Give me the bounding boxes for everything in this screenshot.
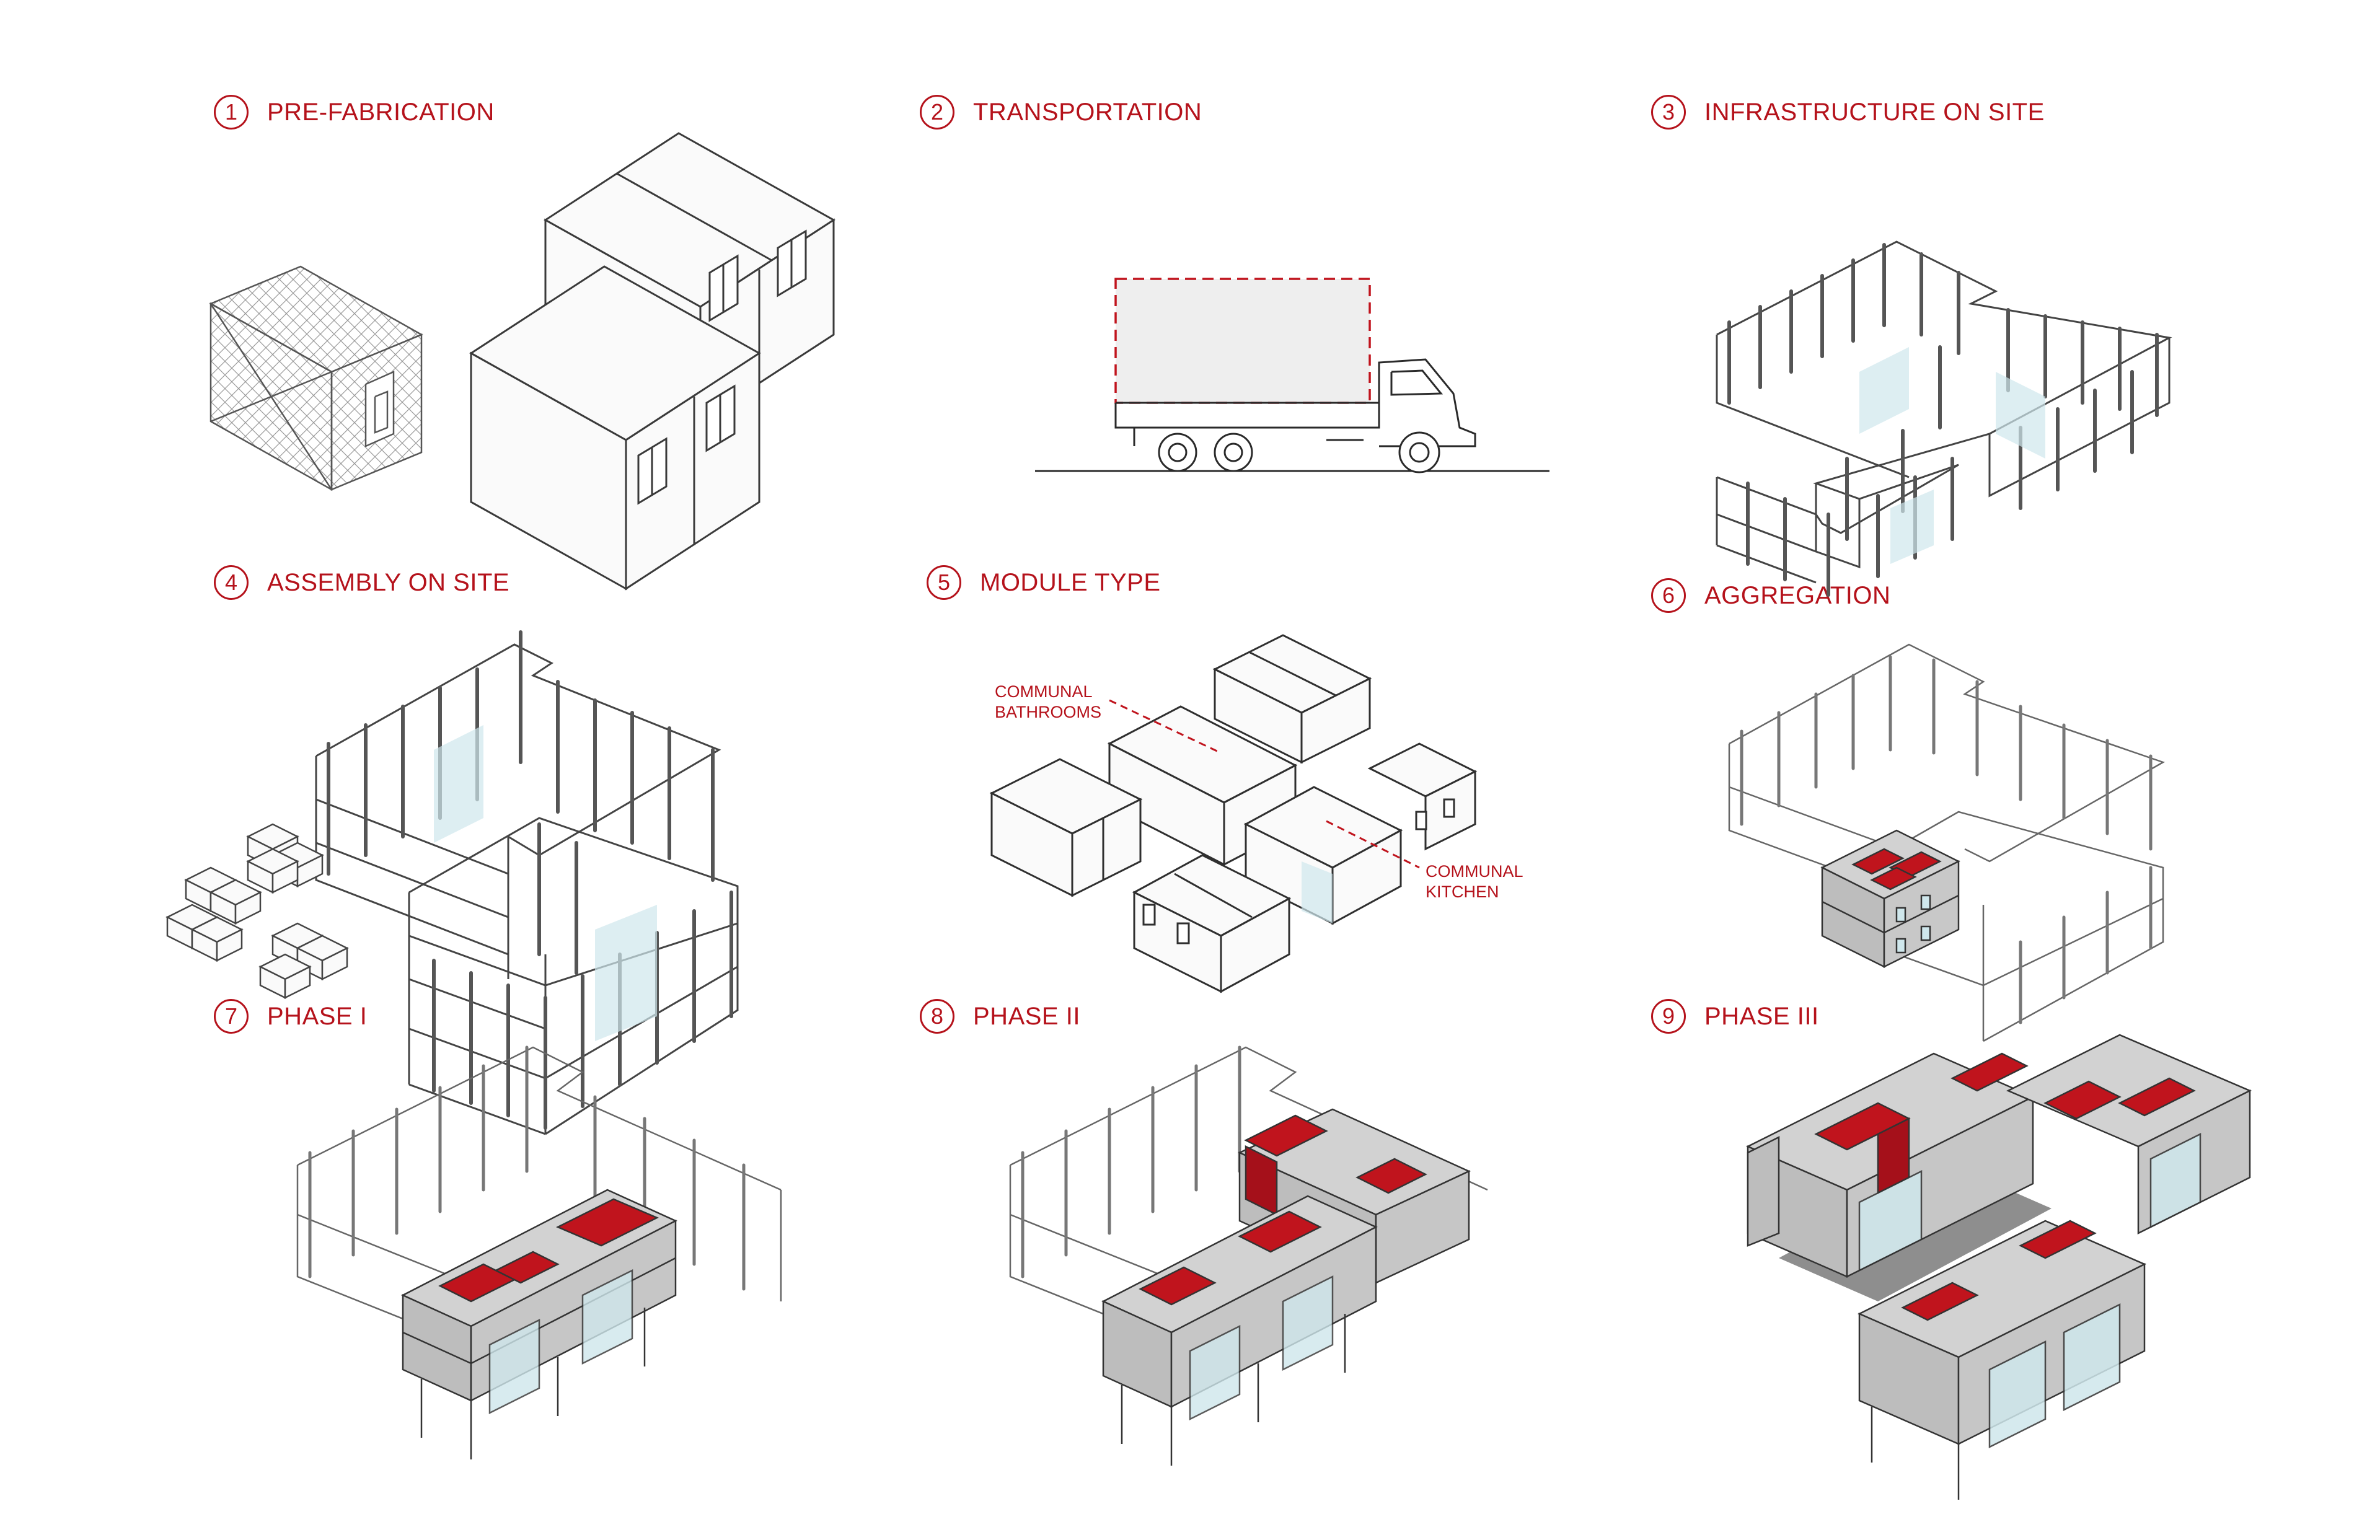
prefab-stacked-modules <box>469 132 835 591</box>
step-3-heading: 3 INFRASTRUCTURE ON SITE <box>1651 95 2045 130</box>
step-1-heading: 1 PRE-FABRICATION <box>214 95 495 130</box>
step-number-badge: 6 <box>1651 578 1686 613</box>
phase-1-modules <box>401 1189 677 1459</box>
module-type-drawing <box>989 634 1478 993</box>
step-5-heading: 5 MODULE TYPE <box>927 565 1161 600</box>
step-title: PHASE II <box>973 1002 1080 1030</box>
step-number-badge: 7 <box>214 999 249 1034</box>
step-title: INFRASTRUCTURE ON SITE <box>1704 98 2045 126</box>
assembly-loose-modules <box>165 823 349 1000</box>
step-7-heading: 7 PHASE I <box>214 999 367 1034</box>
aggregation-modules <box>1820 829 1960 969</box>
step-2-heading: 2 TRANSPORTATION <box>920 95 1202 130</box>
step-6-heading: 6 AGGREGATION <box>1651 578 1890 613</box>
assembly-glazing <box>434 725 657 1041</box>
assembly-columns <box>327 630 733 1130</box>
step-title: ASSEMBLY ON SITE <box>267 568 510 596</box>
aggregation-columns <box>1740 655 2153 1024</box>
aggregation-frame <box>1728 643 2166 1042</box>
step-number-badge: 5 <box>927 565 961 600</box>
step-number-badge: 9 <box>1651 999 1686 1034</box>
phase-1-columns <box>308 1045 746 1291</box>
transport-truck <box>1035 278 1549 473</box>
step-number-badge: 3 <box>1651 95 1686 130</box>
step-title: PRE-FABRICATION <box>267 98 495 126</box>
step-8-heading: 8 PHASE II <box>920 999 1080 1034</box>
step-number-badge: 1 <box>214 95 249 130</box>
step-title: PHASE I <box>267 1002 368 1030</box>
infrastructure-frame <box>1716 240 2172 584</box>
infrastructure-glazing <box>1859 347 2045 564</box>
step-number-badge: 8 <box>920 999 954 1034</box>
step-title: TRANSPORTATION <box>973 98 1202 126</box>
module-type-glazing <box>1302 861 1333 923</box>
step-4-heading: 4 ASSEMBLY ON SITE <box>214 565 509 600</box>
communal-bathrooms-label-line1: COMMUNAL <box>995 682 1093 701</box>
phase-2-columns <box>1021 1045 1241 1278</box>
communal-kitchen-label-line1: COMMUNAL <box>1426 862 1523 881</box>
phase-2-modules <box>1101 1108 1471 1466</box>
step-title: PHASE III <box>1704 1002 1819 1030</box>
communal-bathrooms-label-line2: BATHROOMS <box>995 703 1101 721</box>
step-title: AGGREGATION <box>1704 581 1891 609</box>
prefab-wire-module <box>209 265 423 491</box>
cargo-box-outline <box>1114 278 1371 404</box>
communal-kitchen-label-line2: KITCHEN <box>1426 882 1499 901</box>
step-number-badge: 2 <box>920 95 954 130</box>
step-number-badge: 4 <box>214 565 249 600</box>
step-9-heading: 9 PHASE III <box>1651 999 1819 1034</box>
step-title: MODULE TYPE <box>980 568 1161 596</box>
module-type-leaders <box>1109 699 1420 869</box>
phase-3-modules <box>1746 1034 2252 1500</box>
